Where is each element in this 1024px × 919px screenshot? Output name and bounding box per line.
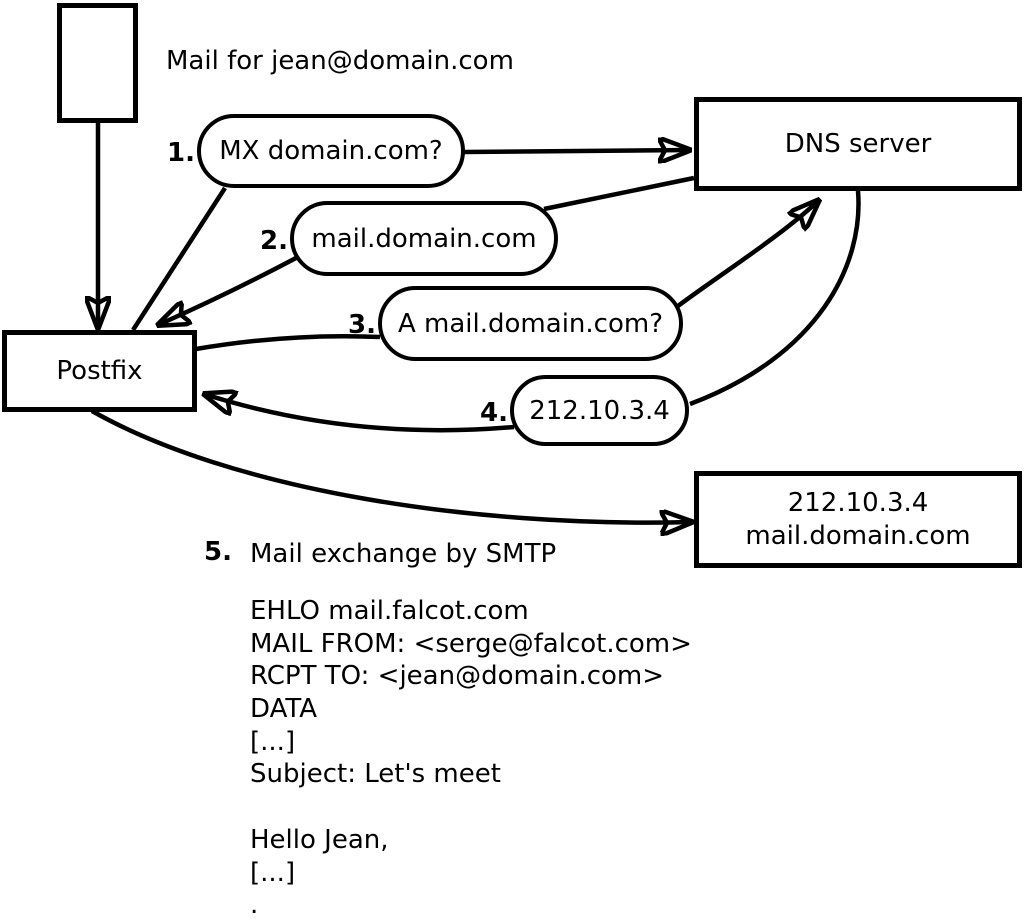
smtp-line: Subject: Let's meet (250, 759, 501, 790)
step-3-number: 3. (348, 310, 376, 340)
step-4-number: 4. (480, 398, 508, 428)
connector-postfix-to-query-mx (131, 186, 227, 332)
smtp-line: . (250, 890, 259, 919)
query-mx-pill: MX domain.com? (197, 114, 465, 188)
query-a-pill: A mail.domain.com? (378, 286, 683, 361)
smtp-line: [...] (250, 857, 296, 888)
arrow-query-mx-to-dns (463, 150, 690, 152)
step-1-number: 1. (167, 138, 195, 168)
smtp-line: EHLO mail.falcot.com (250, 596, 529, 626)
connector-postfix-to-query-a (195, 333, 381, 352)
step-2-number: 2. (260, 226, 288, 256)
step-5-label: Mail exchange by SMTP (250, 539, 557, 569)
mail-server-hostname: mail.domain.com (745, 520, 971, 551)
smtp-line (250, 792, 692, 825)
diagram-annotation: Mail for jean@domain.com (166, 46, 514, 76)
arrow-response-mx-to-postfix (158, 256, 298, 325)
mail-message-node (57, 3, 138, 123)
connector-dns-to-response-mx (543, 175, 695, 212)
arrow-smtp-to-mailserver (90, 409, 692, 523)
arrow-response-a-to-postfix (204, 394, 515, 433)
smtp-line: [...] (250, 726, 296, 757)
smtp-line: DATA (250, 694, 317, 725)
mail-server-node: 212.10.3.4 mail.domain.com (694, 471, 1022, 568)
arrow-query-a-to-dns (676, 200, 819, 308)
smtp-line: Hello Jean, (250, 824, 389, 855)
postfix-node: Postfix (2, 330, 197, 412)
connector-dns-to-response-a (689, 190, 861, 407)
dns-server-node: DNS server (694, 97, 1022, 191)
smtp-line: MAIL FROM: <serge@falcot.com> (250, 628, 692, 659)
response-mx-pill: mail.domain.com (290, 201, 558, 276)
mail-server-ip: 212.10.3.4 (787, 487, 929, 518)
step-5-number: 5. (204, 537, 232, 567)
smtp-session-block: EHLO mail.falcot.com MAIL FROM: <serge@f… (250, 596, 692, 919)
smtp-line: RCPT TO: <jean@domain.com> (250, 661, 665, 692)
response-a-pill: 212.10.3.4 (510, 375, 689, 446)
